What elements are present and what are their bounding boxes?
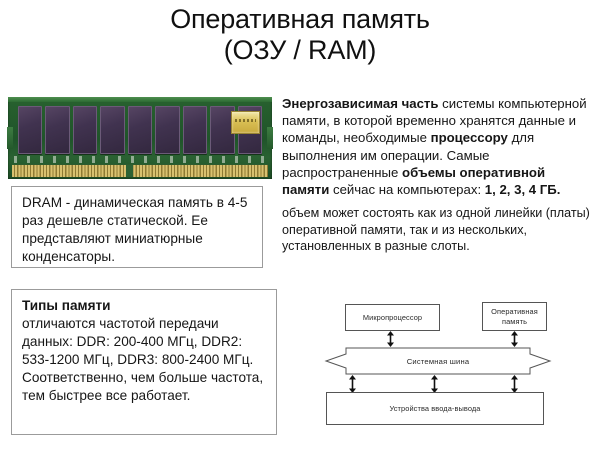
- description-paragraph-2: объем может состоять как из одной линейк…: [282, 206, 590, 254]
- desc-text-3: сейчас на компьютерах:: [329, 182, 485, 198]
- ram-traces: [14, 156, 266, 163]
- desc-bold-ram-volumes: объемы оперативной памяти: [282, 164, 546, 198]
- page-title: Оперативная память (ОЗУ / RAM): [0, 4, 600, 67]
- diagram-arrow-cpu-bus: [386, 331, 395, 347]
- diagram-label-ram: Оперативная память: [491, 307, 538, 326]
- diagram-label-system-bus: Системная шина: [406, 356, 470, 366]
- desc-text-1: системы компьютерной памяти, в которой в…: [282, 96, 587, 146]
- dram-info-box: DRAM - динамическая память в 4-5 раз деш…: [11, 186, 263, 268]
- page-title-line2: (ОЗУ / RAM): [223, 35, 377, 66]
- diagram-label-microprocessor: Микропроцессор: [362, 312, 423, 322]
- diagram-arrow-bus-io-left: [348, 375, 357, 393]
- memory-types-heading: Типы памяти: [22, 298, 111, 313]
- system-bus-diagram: Микропроцессор Оперативная память Систем…: [318, 302, 594, 448]
- memory-chip: [127, 106, 153, 154]
- memory-types-text: отличаются частотой передачи данных: DDR…: [22, 316, 264, 404]
- memory-chip: [72, 106, 98, 154]
- description-paragraph-1: Энергозависимая часть системы компьютерн…: [282, 95, 594, 198]
- diagram-box-io-devices: Устройства ввода-вывода: [326, 392, 544, 425]
- memory-chip: [155, 106, 180, 154]
- memory-chip: [100, 106, 125, 154]
- dram-info-text: DRAM - динамическая память в 4-5 раз деш…: [22, 195, 248, 265]
- diagram-label-io-devices: Устройства ввода-вывода: [389, 403, 481, 413]
- ram-key-notch: [126, 165, 133, 177]
- diagram-arrow-bus-io-right: [510, 375, 519, 393]
- diagram-box-microprocessor: Микропроцессор: [345, 304, 440, 331]
- memory-types-info-box: Типы памяти отличаются частотой передачи…: [11, 289, 277, 435]
- desc-text-2: для выполнения им операции. Самые распро…: [282, 130, 535, 180]
- memory-chip: [18, 106, 43, 154]
- ram-module-image: [7, 97, 273, 179]
- description-column: Энергозависимая часть системы компьютерн…: [282, 95, 594, 255]
- page-title-line1: Оперативная память: [170, 4, 430, 34]
- ram-side-tab-left: [7, 127, 13, 149]
- diagram-system-bus: Системная шина: [318, 346, 558, 376]
- memory-chip: [210, 106, 235, 154]
- ram-chip-row: [18, 106, 262, 154]
- diagram-box-ram: Оперативная память: [482, 302, 547, 331]
- desc-bold-capacities: 1, 2, 3, 4 ГБ.: [484, 182, 561, 198]
- desc-bold-processor: процессору: [430, 130, 508, 146]
- ram-side-tab-right: [267, 127, 273, 149]
- memory-chip: [45, 106, 70, 154]
- desc-bold-volatile-part: Энергозависимая часть: [282, 96, 439, 111]
- diagram-arrow-bus-io-center: [430, 375, 439, 393]
- ram-pcb: [7, 97, 273, 179]
- ram-top-edge: [8, 97, 272, 102]
- memory-chip: [182, 106, 208, 154]
- ram-gold-contact-pins: [12, 164, 268, 177]
- diagram-arrow-ram-bus: [510, 331, 519, 347]
- spd-label-sticker: [231, 111, 260, 134]
